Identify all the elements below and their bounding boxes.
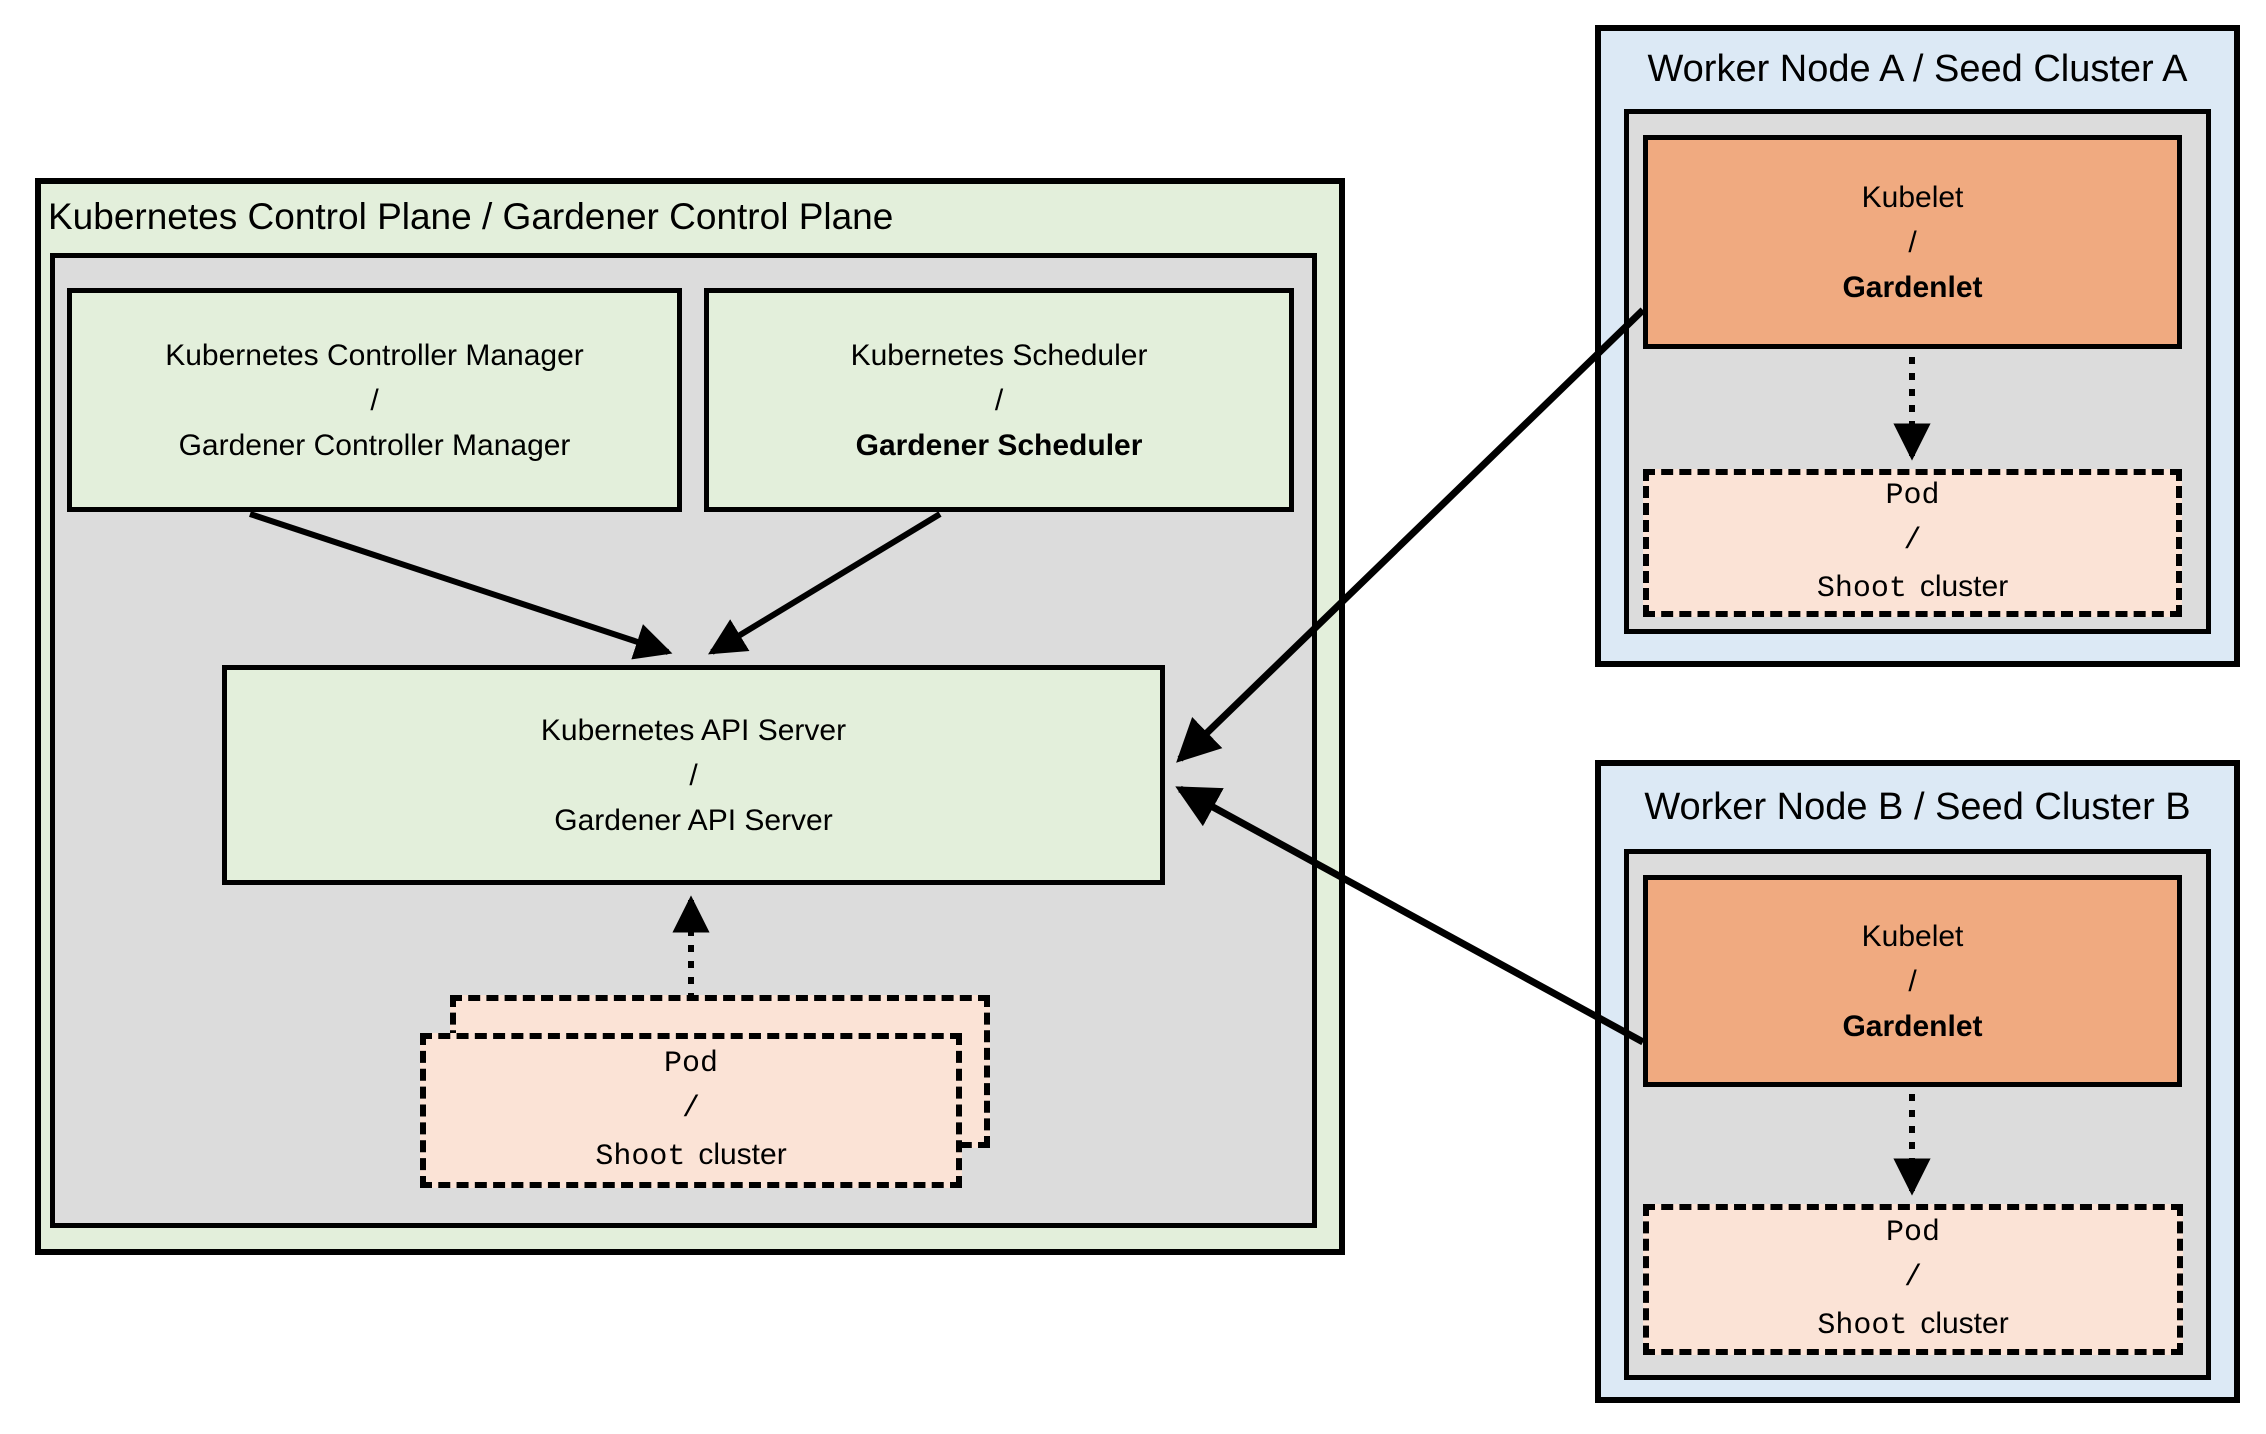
worker-node-b-title: Worker Node B / Seed Cluster B	[1644, 785, 2191, 828]
scheduler-top-label: Kubernetes Scheduler	[850, 338, 1148, 372]
worker-node-a-pod-box: Pod / Shoot cluster	[1643, 469, 2182, 617]
gardenlet-a-label: Gardenlet	[1842, 270, 1983, 304]
controller-manager-top-label: Kubernetes Controller Manager	[165, 338, 584, 372]
cluster-label: cluster	[698, 1137, 787, 1171]
scheduler-bottom-label: Gardener Scheduler	[855, 428, 1143, 462]
worker-node-a-kubelet-box: Kubelet / Gardenlet	[1643, 135, 2182, 349]
shoot-cluster-b-label: Shoot cluster	[1817, 1301, 2008, 1349]
controller-manager-box: Kubernetes Controller Manager / Gardener…	[67, 288, 682, 512]
pod-a-slash: /	[1903, 524, 1922, 558]
worker-node-b-kubelet-box: Kubelet / Gardenlet	[1643, 875, 2182, 1087]
api-server-bottom-label: Gardener API Server	[554, 803, 833, 837]
shoot-cluster-a-label: Shoot cluster	[1817, 564, 2008, 612]
shoot-cluster-label: Shoot cluster	[595, 1132, 786, 1180]
cluster-b-label: cluster	[1920, 1306, 2009, 1340]
api-server-top-label: Kubernetes API Server	[540, 713, 847, 747]
gardenlet-b-label: Gardenlet	[1842, 1009, 1983, 1043]
worker-node-a-title: Worker Node A / Seed Cluster A	[1647, 47, 2188, 90]
worker-node-b-pod-box: Pod / Shoot cluster	[1643, 1204, 2183, 1355]
pod-label: Pod	[663, 1046, 718, 1081]
control-plane-pod-box: Pod / Shoot cluster	[420, 1033, 962, 1188]
cluster-a-label: cluster	[1919, 570, 2009, 603]
scheduler-slash: /	[994, 383, 1004, 417]
shoot-b-label: Shoot	[1817, 1308, 1908, 1343]
api-server-slash: /	[689, 758, 698, 792]
shoot-label: Shoot	[595, 1139, 686, 1174]
pod-b-slash: /	[1903, 1260, 1922, 1295]
kubelet-b-top-label: Kubelet	[1861, 919, 1964, 953]
shoot-a-label: Shoot	[1816, 572, 1907, 606]
control-plane-title: Kubernetes Control Plane / Gardener Cont…	[48, 196, 894, 237]
pod-a-label: Pod	[1885, 479, 1940, 513]
api-server-box: Kubernetes API Server / Gardener API Ser…	[222, 665, 1165, 885]
pod-b-label: Pod	[1885, 1215, 1940, 1250]
kubelet-a-slash: /	[1908, 225, 1917, 259]
scheduler-box: Kubernetes Scheduler / Gardener Schedule…	[704, 288, 1294, 512]
kubelet-b-slash: /	[1908, 964, 1917, 998]
pod-slash: /	[681, 1091, 700, 1126]
kubelet-a-top-label: Kubelet	[1861, 180, 1964, 214]
controller-manager-slash: /	[370, 383, 379, 417]
controller-manager-bottom-label: Gardener Controller Manager	[178, 428, 571, 462]
